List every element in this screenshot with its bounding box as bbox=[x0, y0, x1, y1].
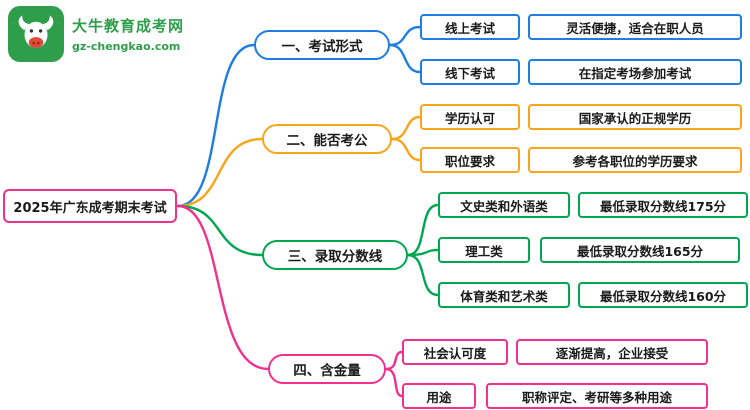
branch-node-exam-format: 一、考试形式 bbox=[254, 30, 390, 60]
child-node-label: 线下考试 bbox=[420, 59, 520, 85]
child-node-desc: 国家承认的正规学历 bbox=[528, 104, 742, 130]
branch-node-civil-service: 二、能否考公 bbox=[262, 124, 392, 154]
child-node-label: 线上考试 bbox=[420, 14, 520, 40]
child-node-label: 学历认可 bbox=[420, 104, 520, 130]
child-node-label: 社会认可度 bbox=[402, 339, 508, 365]
child-node-desc: 职称评定、考研等多种用途 bbox=[486, 383, 708, 409]
child-node-desc: 灵活便捷，适合在职人员 bbox=[528, 14, 742, 40]
child-node-label: 体育类和艺术类 bbox=[438, 282, 570, 308]
child-node-desc: 最低录取分数线165分 bbox=[540, 237, 740, 263]
child-node-label: 文史类和外语类 bbox=[438, 192, 570, 218]
bull-logo-icon bbox=[8, 6, 64, 62]
site-name: 大牛教育成考网 bbox=[72, 17, 185, 35]
branch-node-admission-scores: 三、录取分数线 bbox=[262, 240, 408, 270]
root-node: 2025年广东成考期末考试 bbox=[3, 189, 177, 223]
child-node-label: 用途 bbox=[402, 383, 476, 409]
child-node-label: 理工类 bbox=[438, 237, 530, 263]
child-node-desc: 逐渐提高，企业接受 bbox=[516, 339, 708, 365]
child-node-desc: 最低录取分数线160分 bbox=[578, 282, 748, 308]
site-url: gz-chengkao.com bbox=[72, 40, 181, 53]
child-node-desc: 参考各职位的学历要求 bbox=[528, 147, 742, 173]
child-node-label: 职位要求 bbox=[420, 147, 520, 173]
site-logo: 大牛教育成考网 gz-chengkao.com bbox=[8, 6, 184, 62]
branch-node-value: 四、含金量 bbox=[268, 354, 386, 384]
child-node-desc: 在指定考场参加考试 bbox=[528, 59, 742, 85]
logo-text: 大牛教育成考网 gz-chengkao.com bbox=[72, 15, 184, 53]
child-node-desc: 最低录取分数线175分 bbox=[578, 192, 748, 218]
